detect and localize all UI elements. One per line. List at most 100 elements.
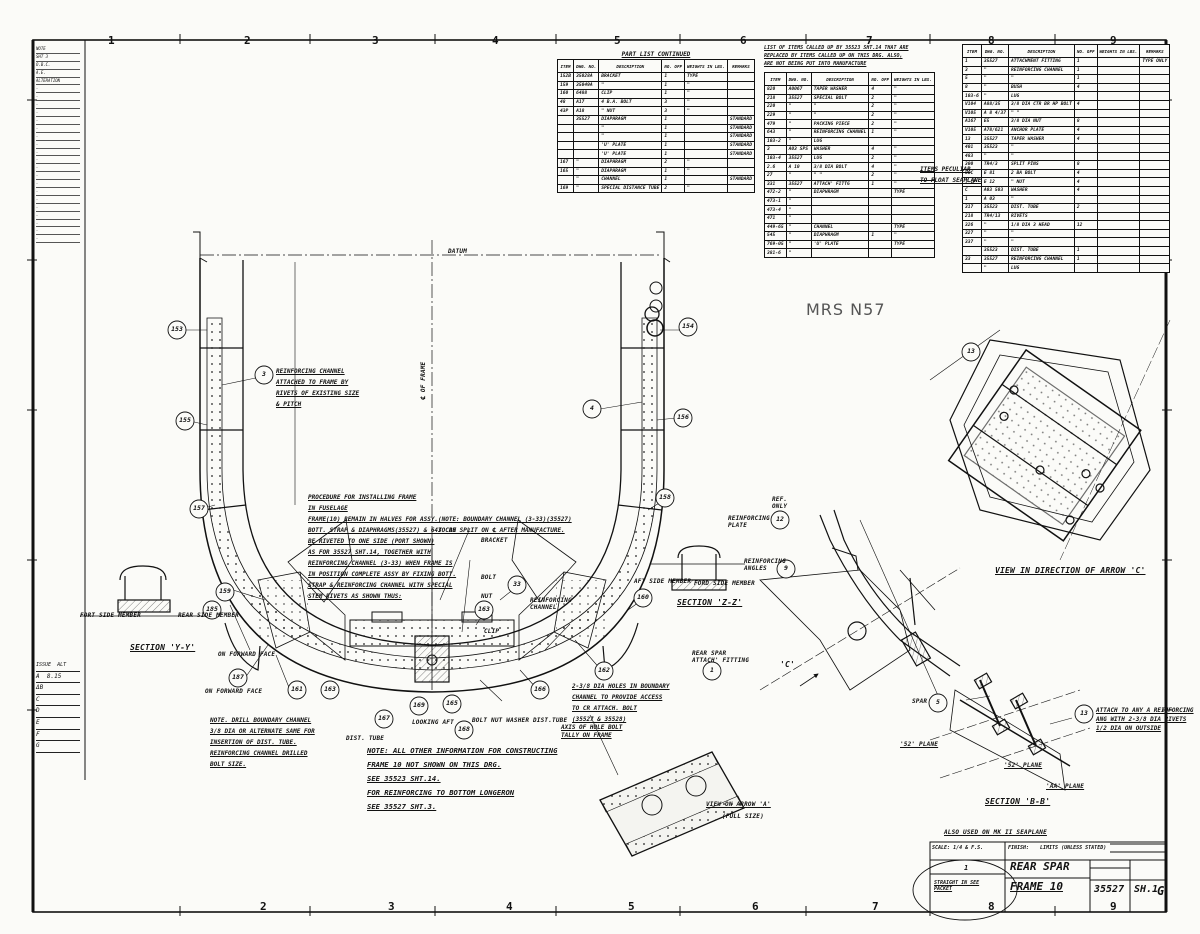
revision-line: . — [36, 212, 80, 220]
table-cell: 1 — [661, 140, 685, 151]
table-cell — [1139, 134, 1171, 144]
rear-spar-section — [759, 509, 961, 701]
table-cell — [1073, 237, 1098, 248]
revision-code: A — [36, 672, 40, 680]
table-cell: 4 — [868, 162, 892, 172]
table-cell: 5 — [962, 74, 982, 84]
table-cell: " — [785, 213, 812, 224]
table-cell — [868, 222, 892, 233]
table-cell: 27 — [764, 170, 787, 181]
revision-header: ISSUE ALT — [36, 660, 80, 672]
table-cell — [573, 132, 600, 142]
table-cell: " — [1007, 142, 1075, 153]
revision-line: . — [36, 235, 80, 244]
grid-number-7-bottom: 7 — [872, 900, 879, 913]
grid-number-5-bottom: 5 — [628, 900, 635, 913]
callout-number: 13 — [1080, 709, 1088, 717]
table-cell — [1096, 220, 1141, 230]
table-cell: LUG — [810, 136, 870, 147]
table-cell: TYPE — [891, 239, 935, 250]
callout-number: 162 — [598, 666, 610, 674]
revision-line: . — [36, 149, 80, 157]
table-row: 27"" "2" — [764, 170, 935, 181]
drawing-subtitle: FRAME 10 — [1010, 880, 1063, 893]
grid-number-8-bottom: 8 — [988, 900, 995, 913]
reinforcing-plate-label: REINFORCING PLATE — [728, 515, 770, 529]
note-line: AXIS OF HOLE BOLT — [561, 724, 623, 731]
column-header: ITEM — [764, 72, 787, 86]
table-cell: 1 — [868, 231, 892, 241]
table-cell: WASHER — [1007, 185, 1075, 196]
callout-number: 158 — [659, 493, 671, 501]
table-cell — [1139, 125, 1171, 136]
grid-number-3-bottom: 3 — [388, 900, 395, 913]
table-cell — [1096, 194, 1141, 205]
revision-table: ISSUE ALT A 8.15 ΔB C D E F G — [36, 660, 80, 753]
table-cell: " — [684, 97, 728, 108]
grid-number-6-bottom: 6 — [752, 900, 759, 913]
table-cell: 4 — [1073, 82, 1098, 93]
table-cell: 2 — [868, 119, 892, 129]
revision-line: NOTE — [36, 46, 80, 54]
table-cell: 35523 — [980, 203, 1009, 213]
table-row: 483"" — [962, 151, 1171, 162]
table-cell: 1 — [1073, 254, 1098, 265]
table-cell: 4 — [1073, 168, 1098, 179]
table-cell — [1139, 99, 1171, 110]
table-cell: 1 — [868, 179, 892, 190]
table-cell: REINFORCING CHANNEL — [1007, 254, 1075, 265]
column-header: ITEM — [962, 44, 982, 58]
table-cell: 35527 — [573, 114, 600, 125]
table-cell: DIAPHRAGM — [810, 188, 870, 198]
table-cell — [1139, 65, 1171, 76]
grid-number-4: 4 — [492, 34, 499, 47]
table-cell: WASHER — [810, 145, 870, 155]
table-cell — [684, 149, 728, 159]
items-peculiar-note: ITEMS PECULIAR TO FLOAT SEAPLANE — [920, 164, 981, 186]
table-cell: 1 — [868, 127, 892, 138]
column-header: NO. OFF — [1073, 44, 1098, 58]
table-cell: 3 — [962, 65, 982, 76]
table-cell — [868, 205, 892, 215]
note-line: INSERTION OF DIST. TUBE. — [210, 739, 297, 746]
note-line: TO BE SPLIT ON ℄ AFTER MANUFACTURE. — [438, 527, 565, 534]
callout-number: 165 — [446, 699, 458, 707]
table-cell — [1096, 142, 1141, 153]
revision-code: E — [36, 718, 40, 726]
section-bb-label: SECTION 'B-B' — [985, 797, 1051, 806]
column-header: DESCRIPTION — [598, 59, 663, 73]
table-cell — [1096, 151, 1141, 162]
main-construction-note: NOTE: ALL OTHER INFORMATION FOR CONSTRUC… — [367, 744, 557, 814]
bolt-nut-washer-label: BOLT NUT WASHER DIST.TUBE — [472, 717, 568, 724]
table-cell: 220 — [764, 102, 787, 112]
table-cell — [1096, 177, 1141, 187]
revision-line: A.E. — [36, 70, 80, 78]
table-cell — [1096, 203, 1141, 213]
callout-number: 157 — [193, 504, 205, 512]
column-header: ITEM — [556, 59, 575, 73]
table-cell — [684, 114, 728, 125]
section-zz-label: SECTION 'Z-Z' — [677, 598, 743, 607]
table-cell: " — [891, 145, 935, 155]
table-row: 229""2" — [764, 110, 935, 121]
table-cell: " — [980, 151, 1009, 162]
table-cell: " — [891, 119, 935, 129]
table-cell: " — [1007, 228, 1075, 239]
table-cell: 35527 — [980, 254, 1009, 265]
callout-number: 168 — [458, 725, 470, 733]
handwritten-note: MRS N57 — [806, 300, 886, 319]
table-cell — [1139, 228, 1171, 239]
table-cell — [726, 157, 755, 168]
fwd-side-member-label: FORD SIDE MEMBER — [694, 580, 755, 587]
callout-number: 13 — [967, 347, 975, 355]
table-cell: " — [684, 166, 728, 177]
note-line: TALLY ON FRAME — [561, 732, 612, 739]
column-header: WEIGHTS IN LBS. — [684, 59, 728, 73]
table-cell: " — [785, 119, 812, 129]
revision-line: . — [36, 172, 80, 181]
